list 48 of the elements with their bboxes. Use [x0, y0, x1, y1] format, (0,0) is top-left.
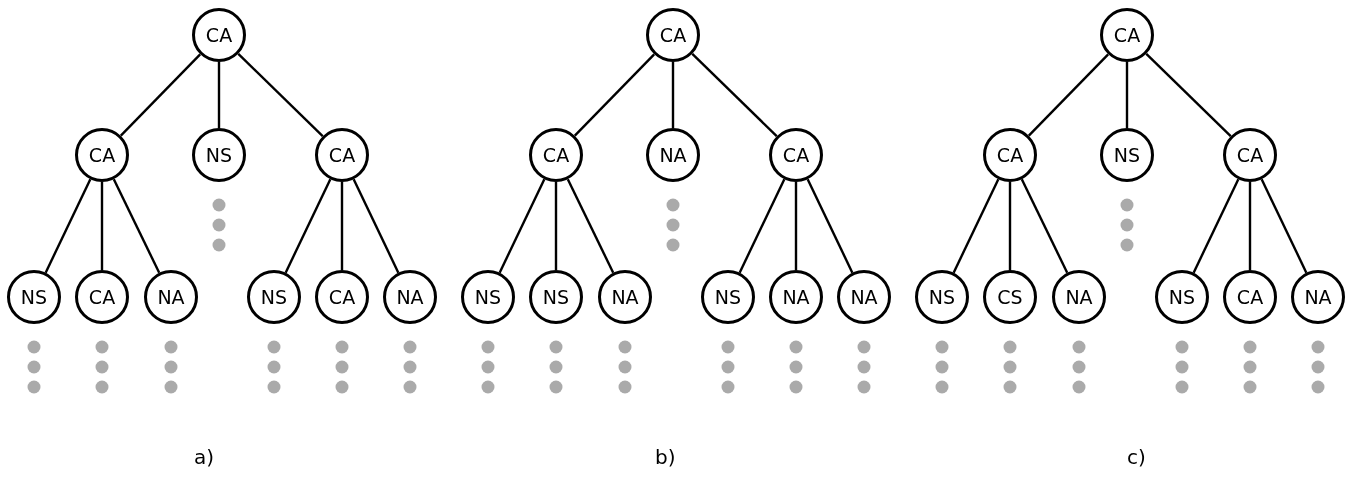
node-label: CA [659, 25, 687, 45]
node-label: NS [474, 287, 502, 307]
node-label: CA [328, 145, 356, 165]
node-label: NS [542, 287, 570, 307]
tree-edge [554, 182, 558, 270]
tree-edge [671, 62, 675, 128]
node-label: NS [20, 287, 48, 307]
node-label: CA [542, 145, 570, 165]
tree-edge [1125, 62, 1129, 128]
node-label: CA [88, 287, 116, 307]
node-label: NA [1304, 287, 1332, 307]
node-label: CA [1113, 25, 1141, 45]
node-label: NS [205, 145, 233, 165]
node-label: NS [714, 287, 742, 307]
node-label: CA [996, 145, 1024, 165]
node-label: NA [850, 287, 878, 307]
node-label: CA [328, 287, 356, 307]
panel-label: a) [194, 447, 215, 467]
panel-label: b) [655, 447, 676, 467]
node-label: NS [1113, 145, 1141, 165]
node-label: CA [1236, 287, 1264, 307]
tree-edge [1145, 53, 1232, 137]
node-label: CA [88, 145, 116, 165]
node-label: CA [782, 145, 810, 165]
tree-edge [217, 62, 221, 128]
tree-edge [794, 182, 798, 270]
node-label: NS [1168, 287, 1196, 307]
node-label: NS [260, 287, 288, 307]
tree-edge [100, 182, 104, 270]
node-label: NA [611, 287, 639, 307]
node-label: CS [997, 287, 1023, 307]
tree-edge [1008, 182, 1012, 270]
node-label: NA [1065, 287, 1093, 307]
tree-edge [691, 53, 778, 137]
node-label: NS [928, 287, 956, 307]
node-label: NA [659, 145, 687, 165]
node-label: CA [205, 25, 233, 45]
node-label: NA [396, 287, 424, 307]
tree-edge [1248, 182, 1252, 270]
node-label: NA [782, 287, 810, 307]
panel-label: c) [1127, 447, 1146, 467]
tree-edge [237, 53, 324, 137]
tree-edge [120, 53, 201, 137]
tree-edge [340, 182, 344, 270]
tree-edge [1028, 53, 1109, 137]
tree-edge [574, 53, 655, 137]
node-label: NA [157, 287, 185, 307]
node-label: CA [1236, 145, 1264, 165]
